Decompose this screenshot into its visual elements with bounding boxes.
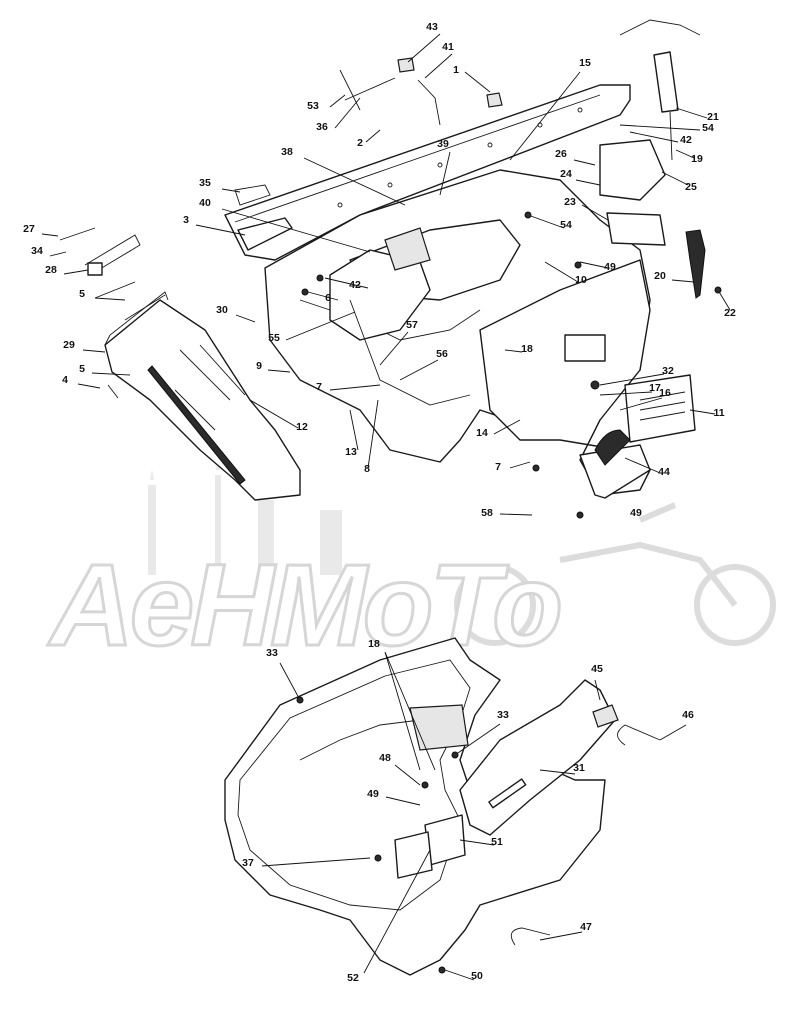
callout-25: 25 <box>685 181 697 193</box>
small-parts-left <box>59 57 503 399</box>
callout-9: 9 <box>256 360 262 372</box>
callout-55: 55 <box>268 332 280 344</box>
callout-8: 8 <box>364 463 370 475</box>
upper-assembly <box>59 19 706 501</box>
callout-49: 49 <box>604 261 616 273</box>
callout-56: 56 <box>436 348 448 360</box>
callout-24: 24 <box>560 168 572 180</box>
callout-3: 3 <box>183 214 189 226</box>
callout-19: 19 <box>691 153 703 165</box>
callout-44: 44 <box>658 466 670 478</box>
callout-15: 15 <box>579 57 591 69</box>
callout-53: 53 <box>307 100 319 112</box>
callout-35: 35 <box>199 177 211 189</box>
grip-20 <box>685 229 706 299</box>
seat-pan <box>224 637 606 976</box>
callout-5: 5 <box>79 363 85 375</box>
bracket-51 <box>394 814 466 879</box>
callout-46: 46 <box>682 709 694 721</box>
skid-strip-45 <box>459 679 619 836</box>
callout-18: 18 <box>521 343 533 355</box>
callout-26: 26 <box>555 148 567 160</box>
callout-32: 32 <box>662 365 674 377</box>
callout-34: 34 <box>31 245 43 257</box>
callout-2: 2 <box>357 137 363 149</box>
callout-50: 50 <box>471 970 483 982</box>
front-rail-15 <box>224 84 631 261</box>
callout-54: 54 <box>560 219 572 231</box>
callout-6: 6 <box>325 292 331 304</box>
callout-13: 13 <box>345 446 357 458</box>
callout-17: 17 <box>649 382 661 394</box>
tail-light-11 <box>624 374 696 443</box>
callout-33: 33 <box>497 709 509 721</box>
rear-frame <box>479 259 651 499</box>
side-panel-12 <box>104 291 301 501</box>
callout-31: 31 <box>573 762 585 774</box>
leader-lines <box>41 33 731 981</box>
callout-10: 10 <box>575 274 587 286</box>
callout-51: 51 <box>491 836 503 848</box>
callout-40: 40 <box>199 197 211 209</box>
callouts-lower: 18 33 45 46 33 48 31 49 51 37 47 52 50 <box>242 638 694 984</box>
hardware-markers <box>296 211 722 974</box>
callout-42: 42 <box>680 134 692 146</box>
callout-23: 23 <box>564 196 576 208</box>
watermark-text: AeHMoTo <box>47 540 560 670</box>
lower-assembly <box>224 637 661 976</box>
callout-48: 48 <box>379 752 391 764</box>
callout-29: 29 <box>63 339 75 351</box>
callout-52: 52 <box>347 972 359 984</box>
callout-39: 39 <box>437 138 449 150</box>
callout-45: 45 <box>591 663 603 675</box>
seat-box <box>599 139 666 246</box>
callout-30: 30 <box>216 304 228 316</box>
callout-14: 14 <box>476 427 488 439</box>
callout-37: 37 <box>242 857 254 869</box>
callout-49: 49 <box>630 507 642 519</box>
watermark-motorcycle <box>454 502 776 646</box>
callout-33: 33 <box>266 647 278 659</box>
shock-21 <box>653 51 679 161</box>
callout-5: 5 <box>79 288 85 300</box>
callout-7: 7 <box>495 461 501 473</box>
callout-28: 28 <box>45 264 57 276</box>
callout-49: 49 <box>367 788 379 800</box>
callout-12: 12 <box>296 421 308 433</box>
callout-1: 1 <box>453 64 459 76</box>
callout-21: 21 <box>707 111 719 123</box>
callout-20: 20 <box>654 270 666 282</box>
pin-47 <box>510 927 551 946</box>
callout-36: 36 <box>316 121 328 133</box>
callout-4: 4 <box>62 374 68 386</box>
callout-38: 38 <box>281 146 293 158</box>
callout-16: 16 <box>659 387 671 399</box>
callout-11: 11 <box>713 407 724 419</box>
callout-22: 22 <box>724 307 736 319</box>
callout-41: 41 <box>442 41 454 53</box>
callout-42: 42 <box>349 279 361 291</box>
top-cover <box>619 19 701 36</box>
callout-27: 27 <box>23 223 35 235</box>
watermark: AeHMoTo <box>46 455 776 672</box>
callout-7: 7 <box>316 381 322 393</box>
callout-54: 54 <box>702 122 714 134</box>
spring-44 <box>594 429 631 466</box>
callout-58: 58 <box>481 507 493 519</box>
callout-57: 57 <box>406 319 418 331</box>
callout-43: 43 <box>426 21 438 33</box>
callout-18: 18 <box>368 638 380 650</box>
pin-46 <box>617 724 661 746</box>
callout-47: 47 <box>580 921 592 933</box>
